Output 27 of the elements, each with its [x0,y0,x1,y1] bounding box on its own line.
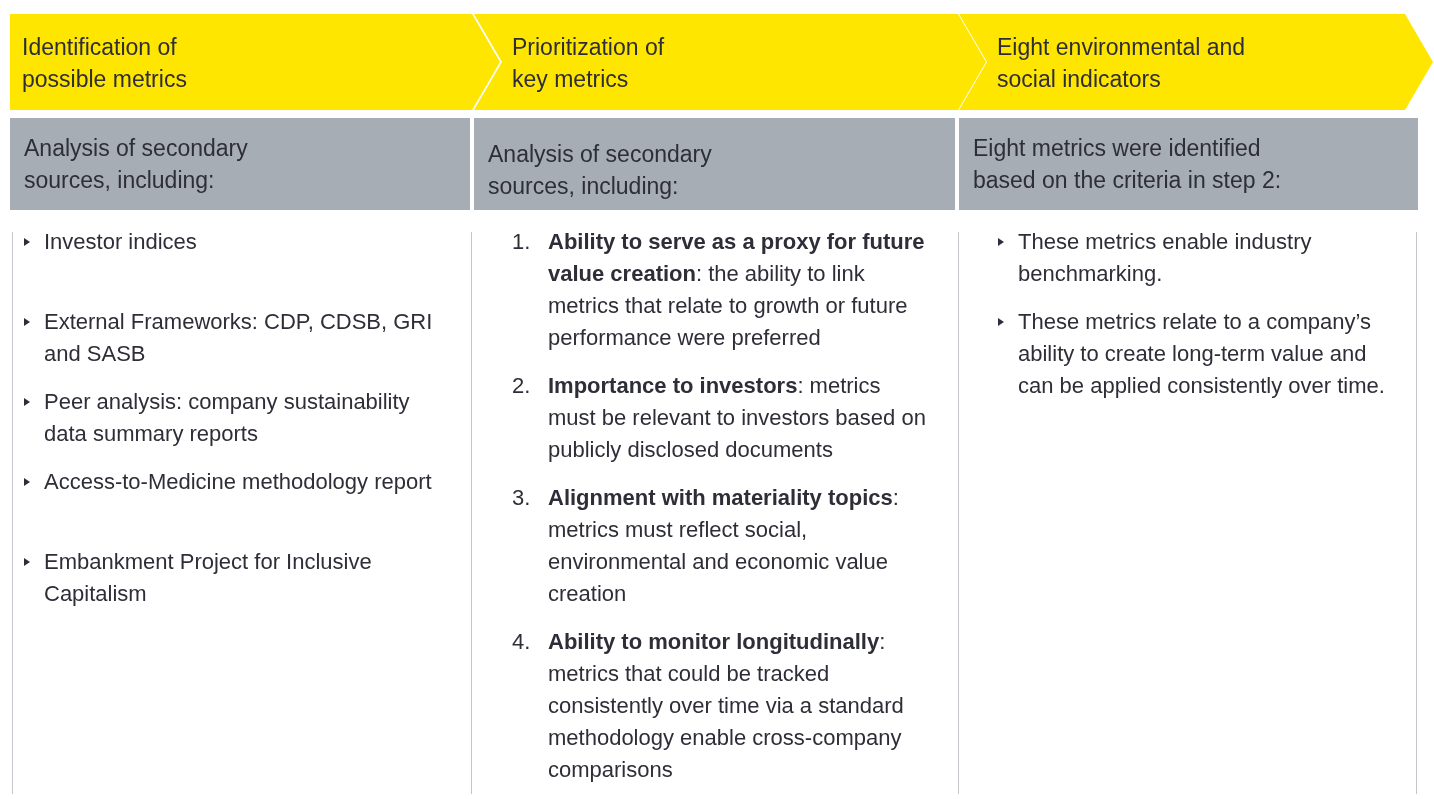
list-number: 1. [512,228,531,256]
list-item-text: Ability to serve as a proxy for future value creation: the ability to link metrics that relate to growth or future performance were preferred [548,228,926,352]
list-number: 3. [512,484,531,512]
list-item-text: Peer analysis: company sustainability data summary reports [44,388,411,448]
step-banner [10,14,500,110]
list-item-text: External Frameworks: CDP, CDSB, GRI and SASB [44,308,434,368]
header-band [10,118,470,210]
list-number: 4. [512,628,531,656]
list-item-text: Alignment with materiality topics: metrics must reflect social, environmental and economic value creation [548,484,900,608]
chevron-label: Eight environmental and social indicators [997,33,1247,94]
header-text: Analysis of secondary sources, including: [24,134,249,195]
step-banner [959,14,1433,110]
header-band [959,118,1418,210]
chevron-label: Prioritization of key metrics [512,33,666,94]
list-item-text: Investor indices [44,228,198,256]
list-item-text: Access-to-Medicine methodology report [44,468,433,496]
list-item-text: Embankment Project for Inclusive Capitalism [44,548,373,608]
list-item-text: These metrics relate to a company’s ability to create long-term value and can be applied consistently over time. [1018,308,1386,400]
list-item-text: Importance to investors: metrics must be relevant to investors based on publicly disclosed documents [548,372,927,464]
step-banner [474,14,986,110]
header-text: Eight metrics were identified based on the criteria in step 2: [973,134,1283,195]
list-item-text: Ability to monitor longitudinally: metrics that could be tracked consistently over time via a standard methodology enable cross-company comparisons [548,628,905,784]
chevron-label: Identification of possible metrics [22,33,188,94]
header-text: Analysis of secondary sources, including: [488,140,713,201]
header-band [474,118,955,210]
list-item-text: These metrics enable industry benchmarking. [1018,228,1313,288]
list-number: 2. [512,372,531,400]
